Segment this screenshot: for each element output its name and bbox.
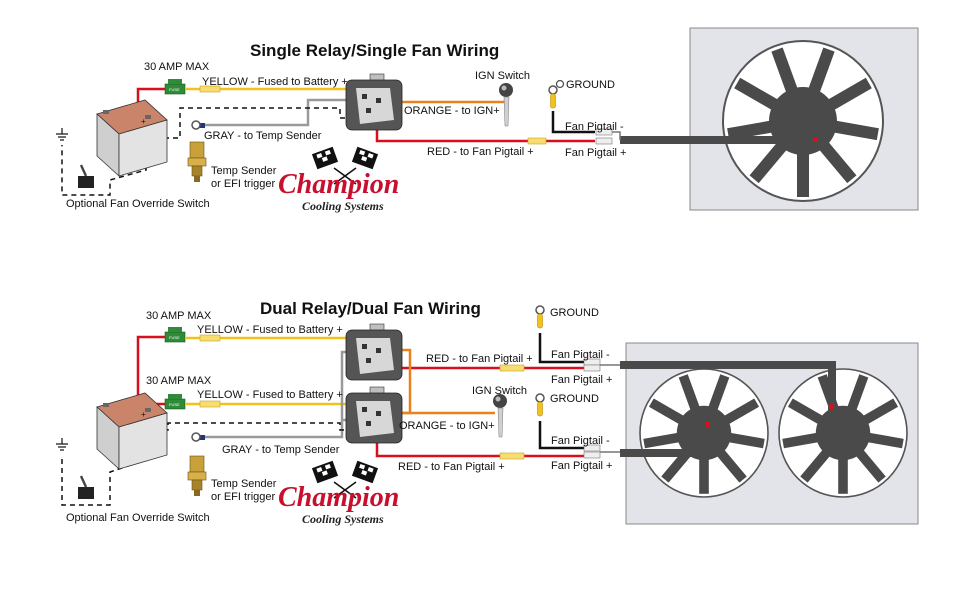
ground-label: GROUND xyxy=(566,79,615,91)
temp-sender-label: Temp Sender xyxy=(211,165,277,177)
toggle-switch-icon xyxy=(76,163,96,190)
yellow-label-2: YELLOW - Fused to Battery + xyxy=(197,389,343,401)
ground-label-2: GROUND xyxy=(550,393,599,405)
brand-subtitle: Cooling Systems xyxy=(302,512,384,526)
red-label: RED - to Fan Pigtail + xyxy=(427,146,534,158)
dual-title: Dual Relay/Dual Fan Wiring xyxy=(260,299,481,318)
pigtail-neg-label-1: Fan Pigtail - xyxy=(551,349,610,361)
gray-wire xyxy=(200,98,350,127)
gray-label: GRAY - to Temp Sender xyxy=(222,444,340,456)
fan-pigtail-harness xyxy=(620,136,820,144)
amp-label-2: 30 AMP MAX xyxy=(146,375,212,387)
ground-terminal-icon-2 xyxy=(535,393,545,417)
temp-sender-icon xyxy=(187,141,207,183)
pigtail-pos-label-2: Fan Pigtail + xyxy=(551,460,612,472)
temp-sender-terminal-icon xyxy=(191,120,201,130)
fan-pigtail-harness-1 xyxy=(620,361,836,369)
ground-label-1: GROUND xyxy=(550,307,599,319)
fuse-label-2: FUSE xyxy=(169,402,180,407)
ground-terminal-icon xyxy=(548,85,558,109)
amp-label: 30 AMP MAX xyxy=(144,61,210,73)
orange-label: ORANGE - to IGN+ xyxy=(404,105,500,117)
override-wire-2 xyxy=(155,422,350,431)
fuse-label-1: FUSE xyxy=(169,335,180,340)
amp-label-1: 30 AMP MAX xyxy=(146,310,212,322)
yellow-label-1: YELLOW - Fused to Battery + xyxy=(197,324,343,336)
temp-sender-label: Temp Sender xyxy=(211,478,277,490)
relay-icon-2 xyxy=(345,386,403,444)
ign-switch-icon xyxy=(498,82,514,127)
ground-wire xyxy=(551,111,595,134)
gray-label: GRAY - to Temp Sender xyxy=(204,130,322,142)
cooling-fan-right xyxy=(778,368,908,498)
brand-logo: Champion xyxy=(278,169,399,200)
single-title: Single Relay/Single Fan Wiring xyxy=(250,41,499,60)
toggle-switch-icon xyxy=(76,474,96,501)
override-wire-2 xyxy=(155,107,350,139)
ign-switch-label: IGN Switch xyxy=(475,70,530,82)
orange-jumper-wire xyxy=(402,348,412,415)
ground-wire-2 xyxy=(538,421,595,450)
fuse-label: FUSE xyxy=(169,87,180,92)
efi-trigger-label: or EFI trigger xyxy=(211,178,276,190)
relay-icon-1 xyxy=(345,323,403,381)
brand-logo: Champion xyxy=(278,482,399,513)
efi-trigger-label: or EFI trigger xyxy=(211,491,276,503)
ground-symbol-icon xyxy=(55,127,69,141)
ground-terminal-icon-1 xyxy=(535,305,545,329)
battery-icon xyxy=(96,392,168,470)
relay-icon xyxy=(345,73,403,131)
pigtail-neg-label: Fan Pigtail - xyxy=(565,121,624,133)
orange-wire xyxy=(395,100,507,104)
single-diagram: Single Relay/Single Fan Wiring FUSE xyxy=(55,27,919,213)
ground-symbol-icon xyxy=(55,437,69,451)
red-label-1: RED - to Fan Pigtail + xyxy=(426,353,533,365)
cooling-fan xyxy=(722,40,884,202)
override-switch-label: Optional Fan Override Switch xyxy=(66,198,210,210)
fan-pigtail-harness-2 xyxy=(620,449,712,457)
temp-sender-icon xyxy=(187,455,207,497)
yellow-label: YELLOW - Fused to Battery + xyxy=(202,76,348,88)
pigtail-pos-label-1: Fan Pigtail + xyxy=(551,374,612,386)
battery-icon xyxy=(96,99,168,177)
temp-sender-terminal-icon xyxy=(191,432,201,442)
brand-subtitle: Cooling Systems xyxy=(302,199,384,213)
ign-switch-label: IGN Switch xyxy=(472,385,527,397)
ign-switch-icon xyxy=(492,393,508,438)
red-label-2: RED - to Fan Pigtail + xyxy=(398,461,505,473)
override-wire-1 xyxy=(61,440,147,506)
ground-wire-1 xyxy=(538,333,595,364)
pigtail-neg-label-2: Fan Pigtail - xyxy=(551,435,610,447)
orange-label: ORANGE - to IGN+ xyxy=(399,420,495,432)
pigtail-pos-label: Fan Pigtail + xyxy=(565,147,626,159)
battery-positive-wire-1 xyxy=(136,335,165,412)
override-switch-label: Optional Fan Override Switch xyxy=(66,512,210,524)
dual-diagram: Dual Relay/Dual Fan Wiring xyxy=(55,299,919,526)
